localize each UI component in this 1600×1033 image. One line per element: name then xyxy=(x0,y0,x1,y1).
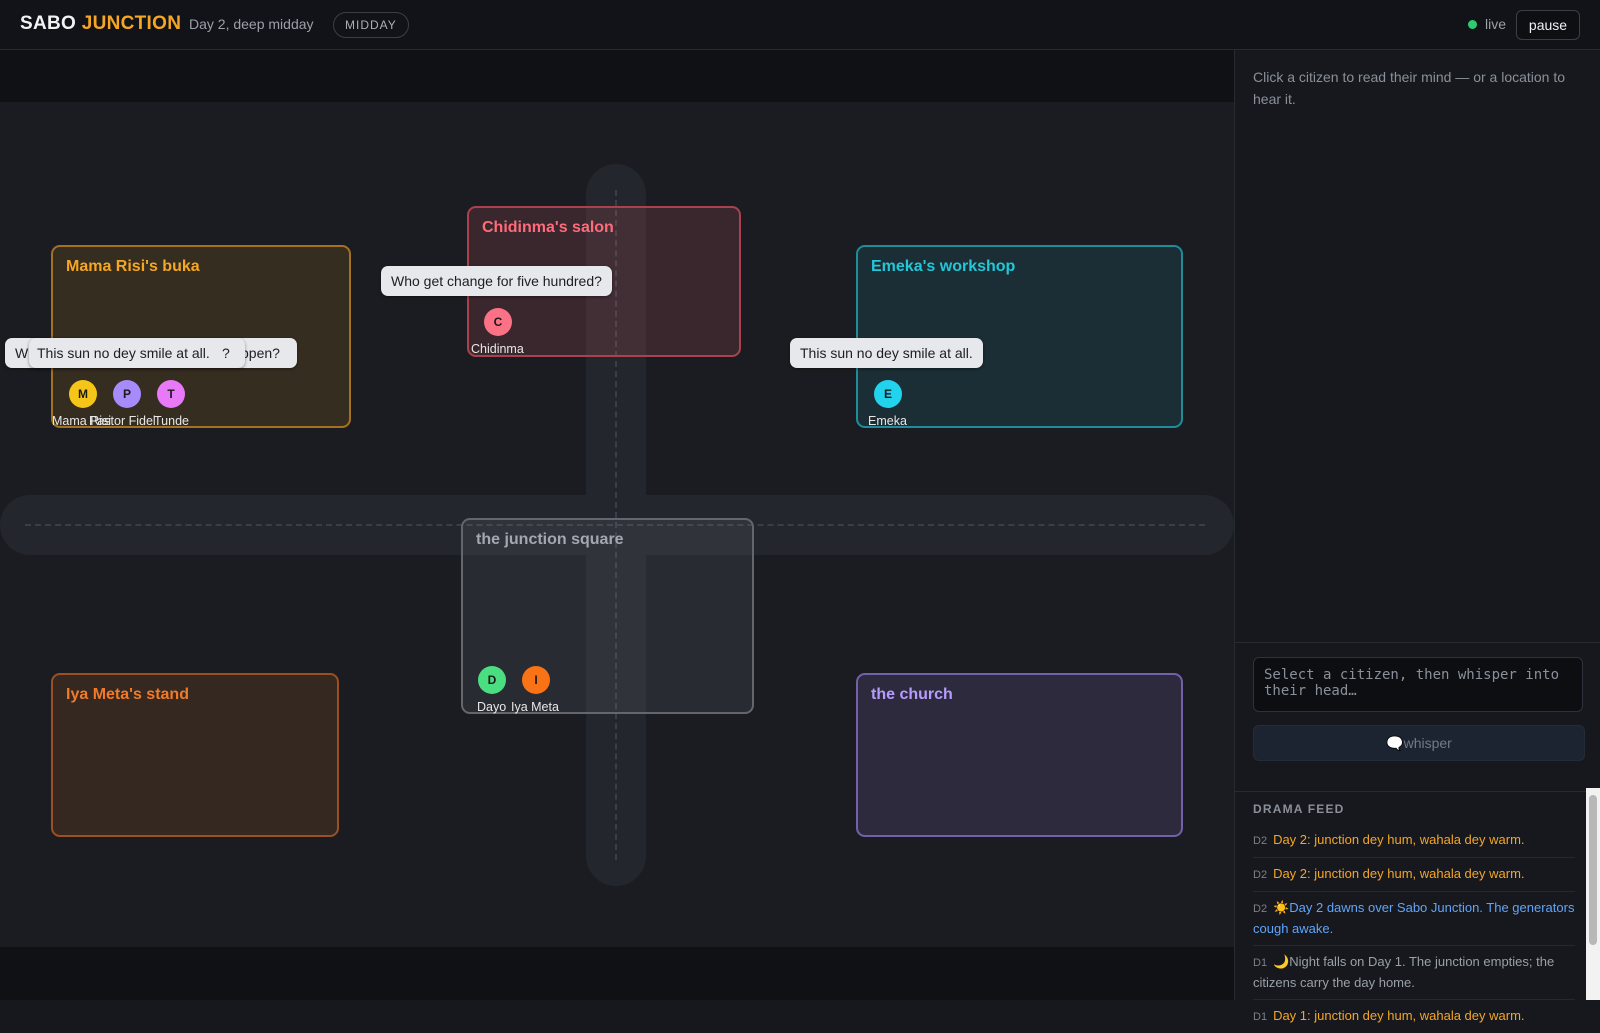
app-title: SABO JUNCTION xyxy=(20,13,181,35)
location-junction-square[interactable]: the junction square xyxy=(461,518,754,714)
citizen-iya-meta[interactable]: I xyxy=(522,666,550,694)
citizen-name-pastor-fidel: Pastor Fidel xyxy=(89,414,156,428)
brand-word-1: SABO xyxy=(20,13,77,34)
phase-badge: MIDDAY xyxy=(333,12,409,38)
location-name: Iya Meta's stand xyxy=(66,686,189,703)
feed-day: D2 xyxy=(1253,903,1268,915)
drama-feed-heading: DRAMA FEED xyxy=(1253,802,1345,816)
feed-text: Day 2: junction dey hum, wahala dey warm… xyxy=(1273,866,1525,881)
location-emekas-workshop[interactable]: Emeka's workshop xyxy=(856,245,1183,428)
citizen-dayo[interactable]: D xyxy=(478,666,506,694)
inspector-hint: Click a citizen to read their mind — or … xyxy=(1253,69,1566,107)
whisper-input[interactable] xyxy=(1253,657,1583,712)
bubble-text: This sun no dey smile at all. xyxy=(37,345,210,361)
citizen-name-mama-risi: Mama Risi xyxy=(52,414,112,428)
whisper-button[interactable]: 🗨️whisper xyxy=(1253,725,1585,761)
feed-day: D2 xyxy=(1253,835,1268,847)
feed-item: D2☀️Day 2 dawns over Sabo Junction. The … xyxy=(1253,892,1575,946)
citizen-tunde[interactable]: T xyxy=(157,380,185,408)
location-name: the junction square xyxy=(476,531,624,548)
feed-text: Day 1: junction dey hum, wahala dey warm… xyxy=(1273,1008,1525,1023)
bubble-fragment-right: ppen? xyxy=(241,345,280,361)
pause-button[interactable]: pause xyxy=(1516,10,1580,40)
day-time-label: Day 2, deep midday xyxy=(189,16,314,32)
location-name: Mama Risi's buka xyxy=(66,258,200,275)
side-panel: Click a citizen to read their mind — or … xyxy=(1234,50,1600,1023)
citizen-name-tunde: Tunde xyxy=(154,414,189,428)
location-church[interactable]: the church xyxy=(856,673,1183,837)
whisper-section: 🗨️whisper xyxy=(1235,642,1600,792)
feed-item: D1 Day 1: junction dey hum, wahala dey wa… xyxy=(1253,1000,1575,1033)
feed-text: 🌙Night falls on Day 1. The junction empt… xyxy=(1253,954,1555,990)
citizen-name-emeka: Emeka xyxy=(868,414,907,428)
citizen-name-iya-meta: Iya Meta xyxy=(511,700,559,714)
bubble-fragment-mid: ? xyxy=(222,345,230,361)
bubble-fragment-left: W xyxy=(15,345,29,361)
vertical-road-markings xyxy=(615,190,617,860)
speech-bubble-mama-risi: This sun no dey smile at all. ? xyxy=(29,338,245,368)
live-label: live xyxy=(1485,16,1507,32)
top-bar: SABO JUNCTION Day 2, deep midday MIDDAY … xyxy=(0,0,1600,50)
feed-item: D1🌙Night falls on Day 1. The junction em… xyxy=(1253,946,1575,1000)
brand-word-2: JUNCTION xyxy=(81,13,182,34)
feed-day: D2 xyxy=(1253,869,1268,881)
citizen-mama-risi[interactable]: M xyxy=(69,380,97,408)
location-iya-metas-stand[interactable]: Iya Meta's stand xyxy=(51,673,339,837)
citizen-chidinma[interactable]: C xyxy=(484,308,512,336)
feed-scrollbar-thumb[interactable] xyxy=(1589,795,1597,945)
feed-text: ☀️Day 2 dawns over Sabo Junction. The ge… xyxy=(1253,900,1575,936)
feed-item: D2 Day 2: junction dey hum, wahala dey wa… xyxy=(1253,858,1575,892)
feed-text: Day 2: junction dey hum, wahala dey warm… xyxy=(1273,832,1525,847)
live-indicator-icon xyxy=(1468,20,1477,29)
location-name: the church xyxy=(871,686,953,703)
citizen-emeka[interactable]: E xyxy=(874,380,902,408)
feed-day: D1 xyxy=(1253,1011,1268,1023)
location-name: Chidinma's salon xyxy=(482,219,614,236)
map-bottom-band xyxy=(0,947,1234,1000)
feed-item: D2 Day 2: junction dey hum, wahala dey wa… xyxy=(1253,824,1575,858)
feed-day: D1 xyxy=(1253,957,1268,969)
map-top-band xyxy=(0,50,1234,102)
citizen-pastor-fidel[interactable]: P xyxy=(113,380,141,408)
speech-bubble-chidinma: Who get change for five hundred? xyxy=(381,266,612,296)
citizen-name-chidinma: Chidinma xyxy=(471,342,524,356)
speech-bubble-emeka: This sun no dey smile at all. xyxy=(790,338,983,368)
citizen-name-dayo: Dayo xyxy=(477,700,507,714)
location-mama-risis-buka[interactable]: Mama Risi's buka xyxy=(51,245,351,428)
location-name: Emeka's workshop xyxy=(871,258,1016,275)
